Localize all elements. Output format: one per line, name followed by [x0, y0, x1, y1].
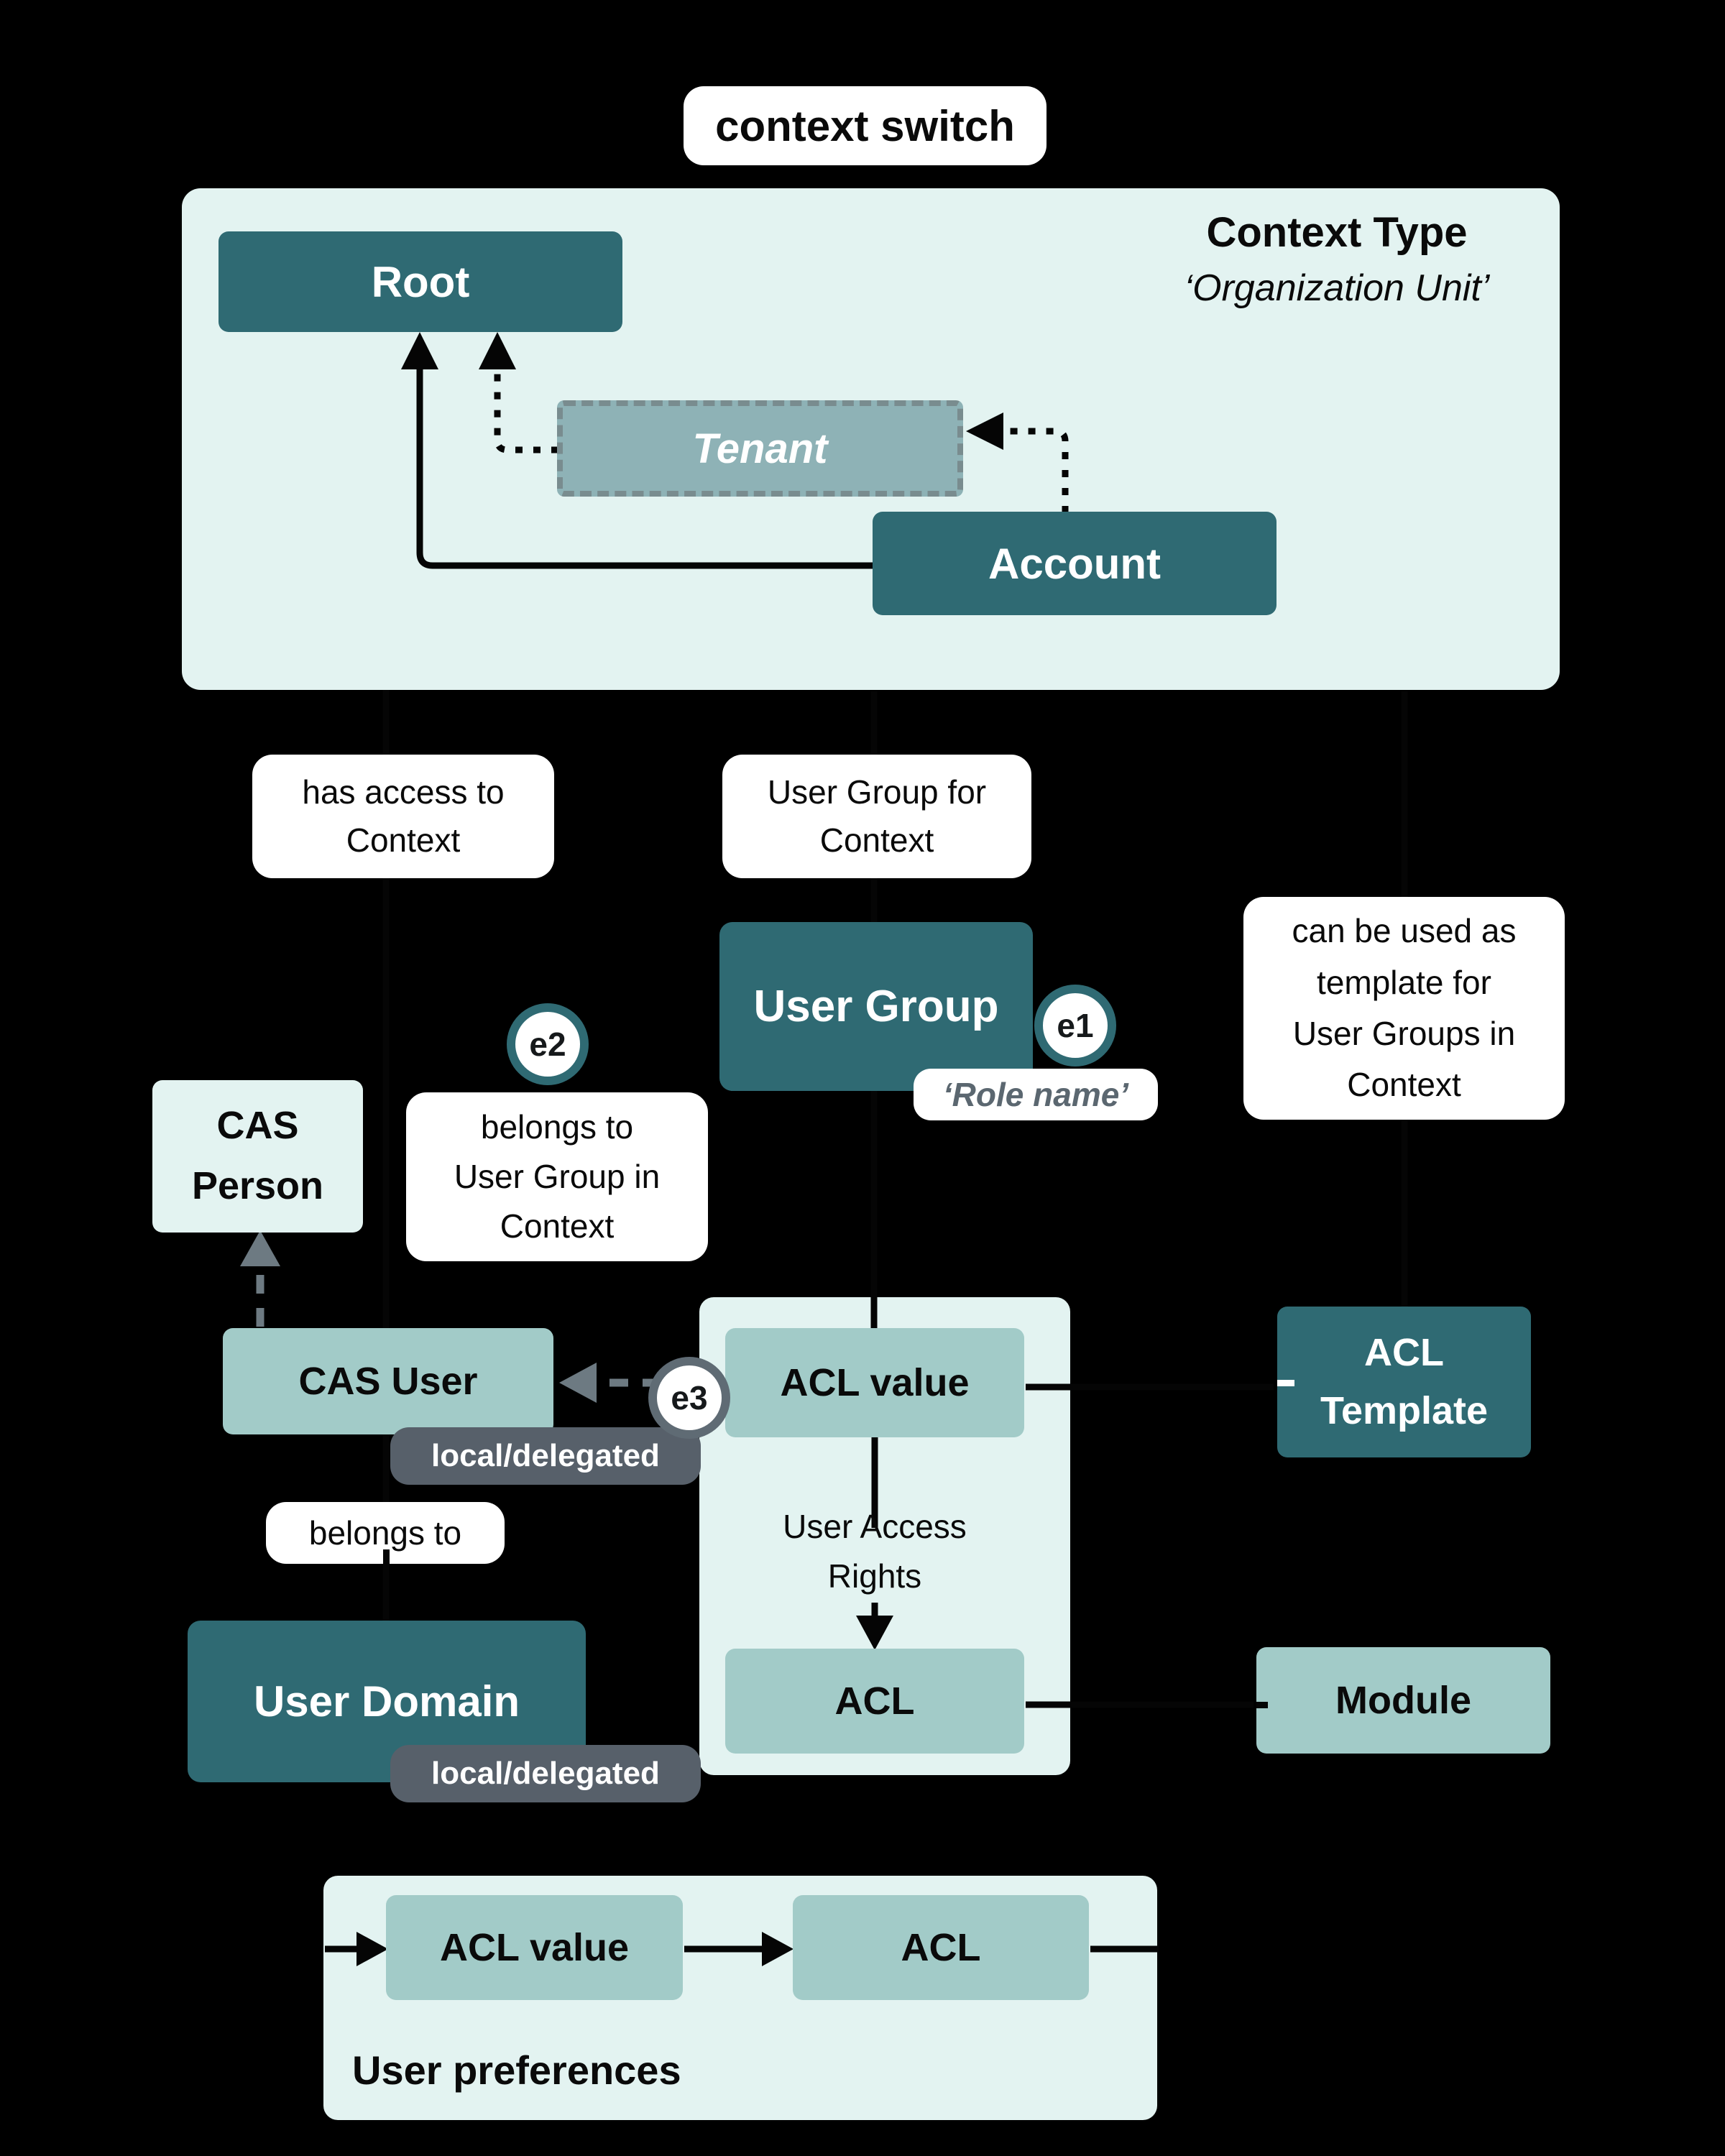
- node-user-group: User Group: [719, 922, 1033, 1091]
- badge-e1: e1: [1034, 985, 1116, 1067]
- acl-template-connector-tick: [1277, 1380, 1294, 1386]
- ug-for-context-line1: User Group for: [767, 773, 987, 811]
- tenant-to-root-dotted-line: [494, 374, 558, 453]
- node-user-domain: User Domain: [188, 1621, 586, 1782]
- has-access-to-context-label: has access to Context: [252, 755, 554, 878]
- user-access-rights-arrowhead: [856, 1616, 893, 1650]
- prefs-acl-label: ACL: [901, 1926, 981, 1969]
- belongs-ug-line3: Context: [500, 1207, 615, 1245]
- node-cas-person: CAS Person: [152, 1080, 363, 1233]
- ug-for-context-line2: Context: [819, 821, 934, 859]
- node-module-label: Module: [1335, 1679, 1471, 1722]
- cas-person-line1: CAS: [216, 1104, 299, 1148]
- role-name-label: ‘Role name’: [914, 1069, 1158, 1120]
- account-to-tenant-dotted-line: [1003, 428, 1069, 513]
- node-tenant-label: Tenant: [692, 425, 828, 472]
- aclvalue-to-casuser-arrowhead: [559, 1363, 597, 1403]
- can-template-line3: User Groups in: [1292, 1015, 1516, 1052]
- node-acl-value-label: ACL value: [780, 1361, 970, 1404]
- belongs-to-user-group-label: belongs to User Group in Context: [406, 1092, 708, 1261]
- user-access-rights-label: User Access Rights: [731, 1502, 1018, 1601]
- acl-template-line1: ACL: [1364, 1331, 1444, 1374]
- node-tenant: Tenant: [557, 400, 963, 497]
- context-type-heading: Context Type ‘Organization Unit’: [1136, 208, 1538, 310]
- cas-person-line2: Person: [191, 1164, 324, 1207]
- account-to-root-arrowhead: [401, 332, 438, 369]
- can-template-line1: can be used as: [1292, 912, 1517, 950]
- belongs-to-connector-tick: [383, 1549, 390, 1565]
- tenant-to-root-arrowhead: [479, 332, 516, 369]
- node-acl-template: ACL Template: [1277, 1307, 1531, 1457]
- node-acl-value: ACL value: [725, 1328, 1024, 1437]
- local-delegated-pill-user: local/delegated: [390, 1427, 701, 1485]
- node-root-label: Root: [371, 257, 470, 306]
- node-prefs-acl-value: ACL value: [386, 1895, 683, 2000]
- badge-e1-label: e1: [1057, 1007, 1094, 1044]
- prefs-in-arrowhead: [356, 1932, 388, 1966]
- local-delegated-user-text: local/delegated: [431, 1438, 660, 1473]
- can-template-line4: Context: [1347, 1066, 1461, 1104]
- prefs-acl-value-label: ACL value: [439, 1926, 630, 1969]
- context-switch-text: context switch: [715, 101, 1015, 150]
- casuser-to-casperson-arrowhead: [240, 1230, 280, 1266]
- badge-e3: e3: [648, 1357, 730, 1439]
- node-cas-user-label: CAS User: [298, 1360, 478, 1403]
- prefs-acl-arrowhead: [762, 1932, 794, 1966]
- can-be-used-as-template-label: can be used as template for User Groups …: [1243, 897, 1565, 1120]
- role-name-text: ‘Role name’: [942, 1076, 1129, 1113]
- context-type-subtitle: ‘Organization Unit’: [1184, 267, 1490, 309]
- user-preferences-text: User preferences: [352, 2047, 681, 2093]
- node-acl-label: ACL: [834, 1680, 915, 1723]
- node-acl: ACL: [725, 1649, 1024, 1754]
- node-root: Root: [218, 231, 622, 332]
- module-connector-tick: [1256, 1702, 1268, 1708]
- has-access-line2: Context: [346, 821, 461, 859]
- local-delegated-pill-domain: local/delegated: [390, 1745, 701, 1802]
- badge-e2-label: e2: [529, 1026, 566, 1063]
- node-account: Account: [873, 512, 1276, 615]
- local-delegated-domain-text: local/delegated: [431, 1756, 660, 1791]
- context-switch-label: context switch: [684, 86, 1046, 165]
- node-user-domain-label: User Domain: [253, 1677, 520, 1726]
- node-user-group-label: User Group: [753, 982, 999, 1031]
- node-account-label: Account: [988, 539, 1161, 588]
- account-to-tenant-arrowhead: [966, 413, 1003, 450]
- user-preferences-title: User preferences: [352, 2047, 681, 2093]
- node-cas-user: CAS User: [223, 1328, 553, 1434]
- node-module: Module: [1256, 1647, 1550, 1754]
- account-to-root-line: [416, 369, 873, 569]
- user-access-line1: User Access: [783, 1508, 967, 1545]
- has-access-line1: has access to: [302, 773, 505, 811]
- belongs-to-text: belongs to: [308, 1514, 462, 1552]
- context-type-title: Context Type: [1206, 209, 1468, 256]
- user-group-for-context-label: User Group for Context: [722, 755, 1031, 878]
- acl-template-line2: Template: [1320, 1389, 1489, 1432]
- belongs-ug-line2: User Group in: [454, 1158, 661, 1195]
- user-access-line2: Rights: [827, 1557, 922, 1595]
- belongs-ug-line1: belongs to: [480, 1108, 634, 1146]
- badge-e3-label: e3: [671, 1379, 708, 1416]
- can-template-line2: template for: [1317, 963, 1491, 1001]
- badge-e2: e2: [507, 1003, 589, 1085]
- node-prefs-acl: ACL: [793, 1895, 1089, 2000]
